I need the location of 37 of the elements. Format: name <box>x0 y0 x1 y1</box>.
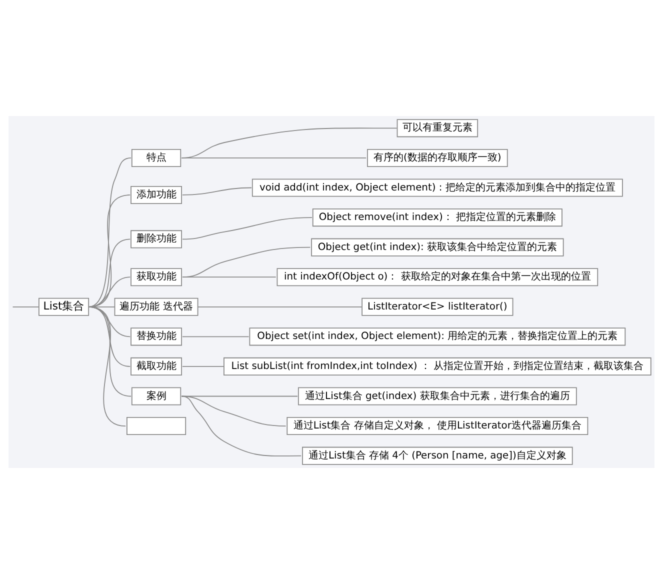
connector <box>88 276 131 307</box>
node-box: void add(int index, Object element) : 把给定的元素添加到集合中的指定位置 <box>252 178 623 196</box>
connector <box>88 306 126 426</box>
node-box: int indexOf(Object o)： 获取给定的对象在集合中第一次出现的位置 <box>276 268 598 286</box>
node-box: 通过List集合 存储 4个 (Person [name, age])自定义对象 <box>302 446 573 464</box>
node-box: List集合 <box>38 297 90 316</box>
connector <box>182 276 276 278</box>
node-box: Object get(int index): 获取该集合中给定位置的元素 <box>311 238 564 256</box>
connector <box>181 395 302 456</box>
connector <box>197 306 362 307</box>
node-box: 删除功能 <box>130 230 182 248</box>
node-box: 获取功能 <box>130 268 182 286</box>
node-box: 添加功能 <box>130 185 182 204</box>
node-box: 通过List集合 get(index) 获取集合中元素，进行集合的遍历 <box>298 386 577 405</box>
connector <box>182 246 311 278</box>
connector <box>182 216 312 240</box>
node-box: 替换功能 <box>130 327 182 346</box>
node-box: 案例 <box>131 386 182 405</box>
node-box: 遍历功能 迭代器 <box>114 297 198 316</box>
connector <box>181 127 398 158</box>
node-box: 截取功能 <box>130 356 182 375</box>
node-box: Object remove(int index)： 把指定位置的元素删除 <box>312 208 562 226</box>
connector <box>88 238 131 307</box>
node-box <box>126 416 186 435</box>
node-box: Object set(int index, Object element): 用给定的元素，替换指定位置上的元素 <box>249 327 626 346</box>
connector <box>181 157 367 158</box>
connector <box>88 157 132 307</box>
connector <box>182 186 252 195</box>
node-box: 可以有重复元素 <box>396 118 478 137</box>
connector <box>12 306 40 307</box>
connector <box>182 336 250 337</box>
connector <box>88 194 131 307</box>
node-box: 特点 <box>131 148 182 166</box>
node-box: List subList(int fromIndex,int toIndex) ： 从指定位置开始，到指定位置结束，截取该集合 <box>224 356 652 375</box>
node-box: 通过List集合 存储自定义对象， 使用ListIterator迭代器遍历集合 <box>286 416 588 435</box>
node-box: 有序的(数据的存取顺序一致) <box>367 148 508 166</box>
node-box: ListIterator<E> listIterator() <box>362 297 514 316</box>
